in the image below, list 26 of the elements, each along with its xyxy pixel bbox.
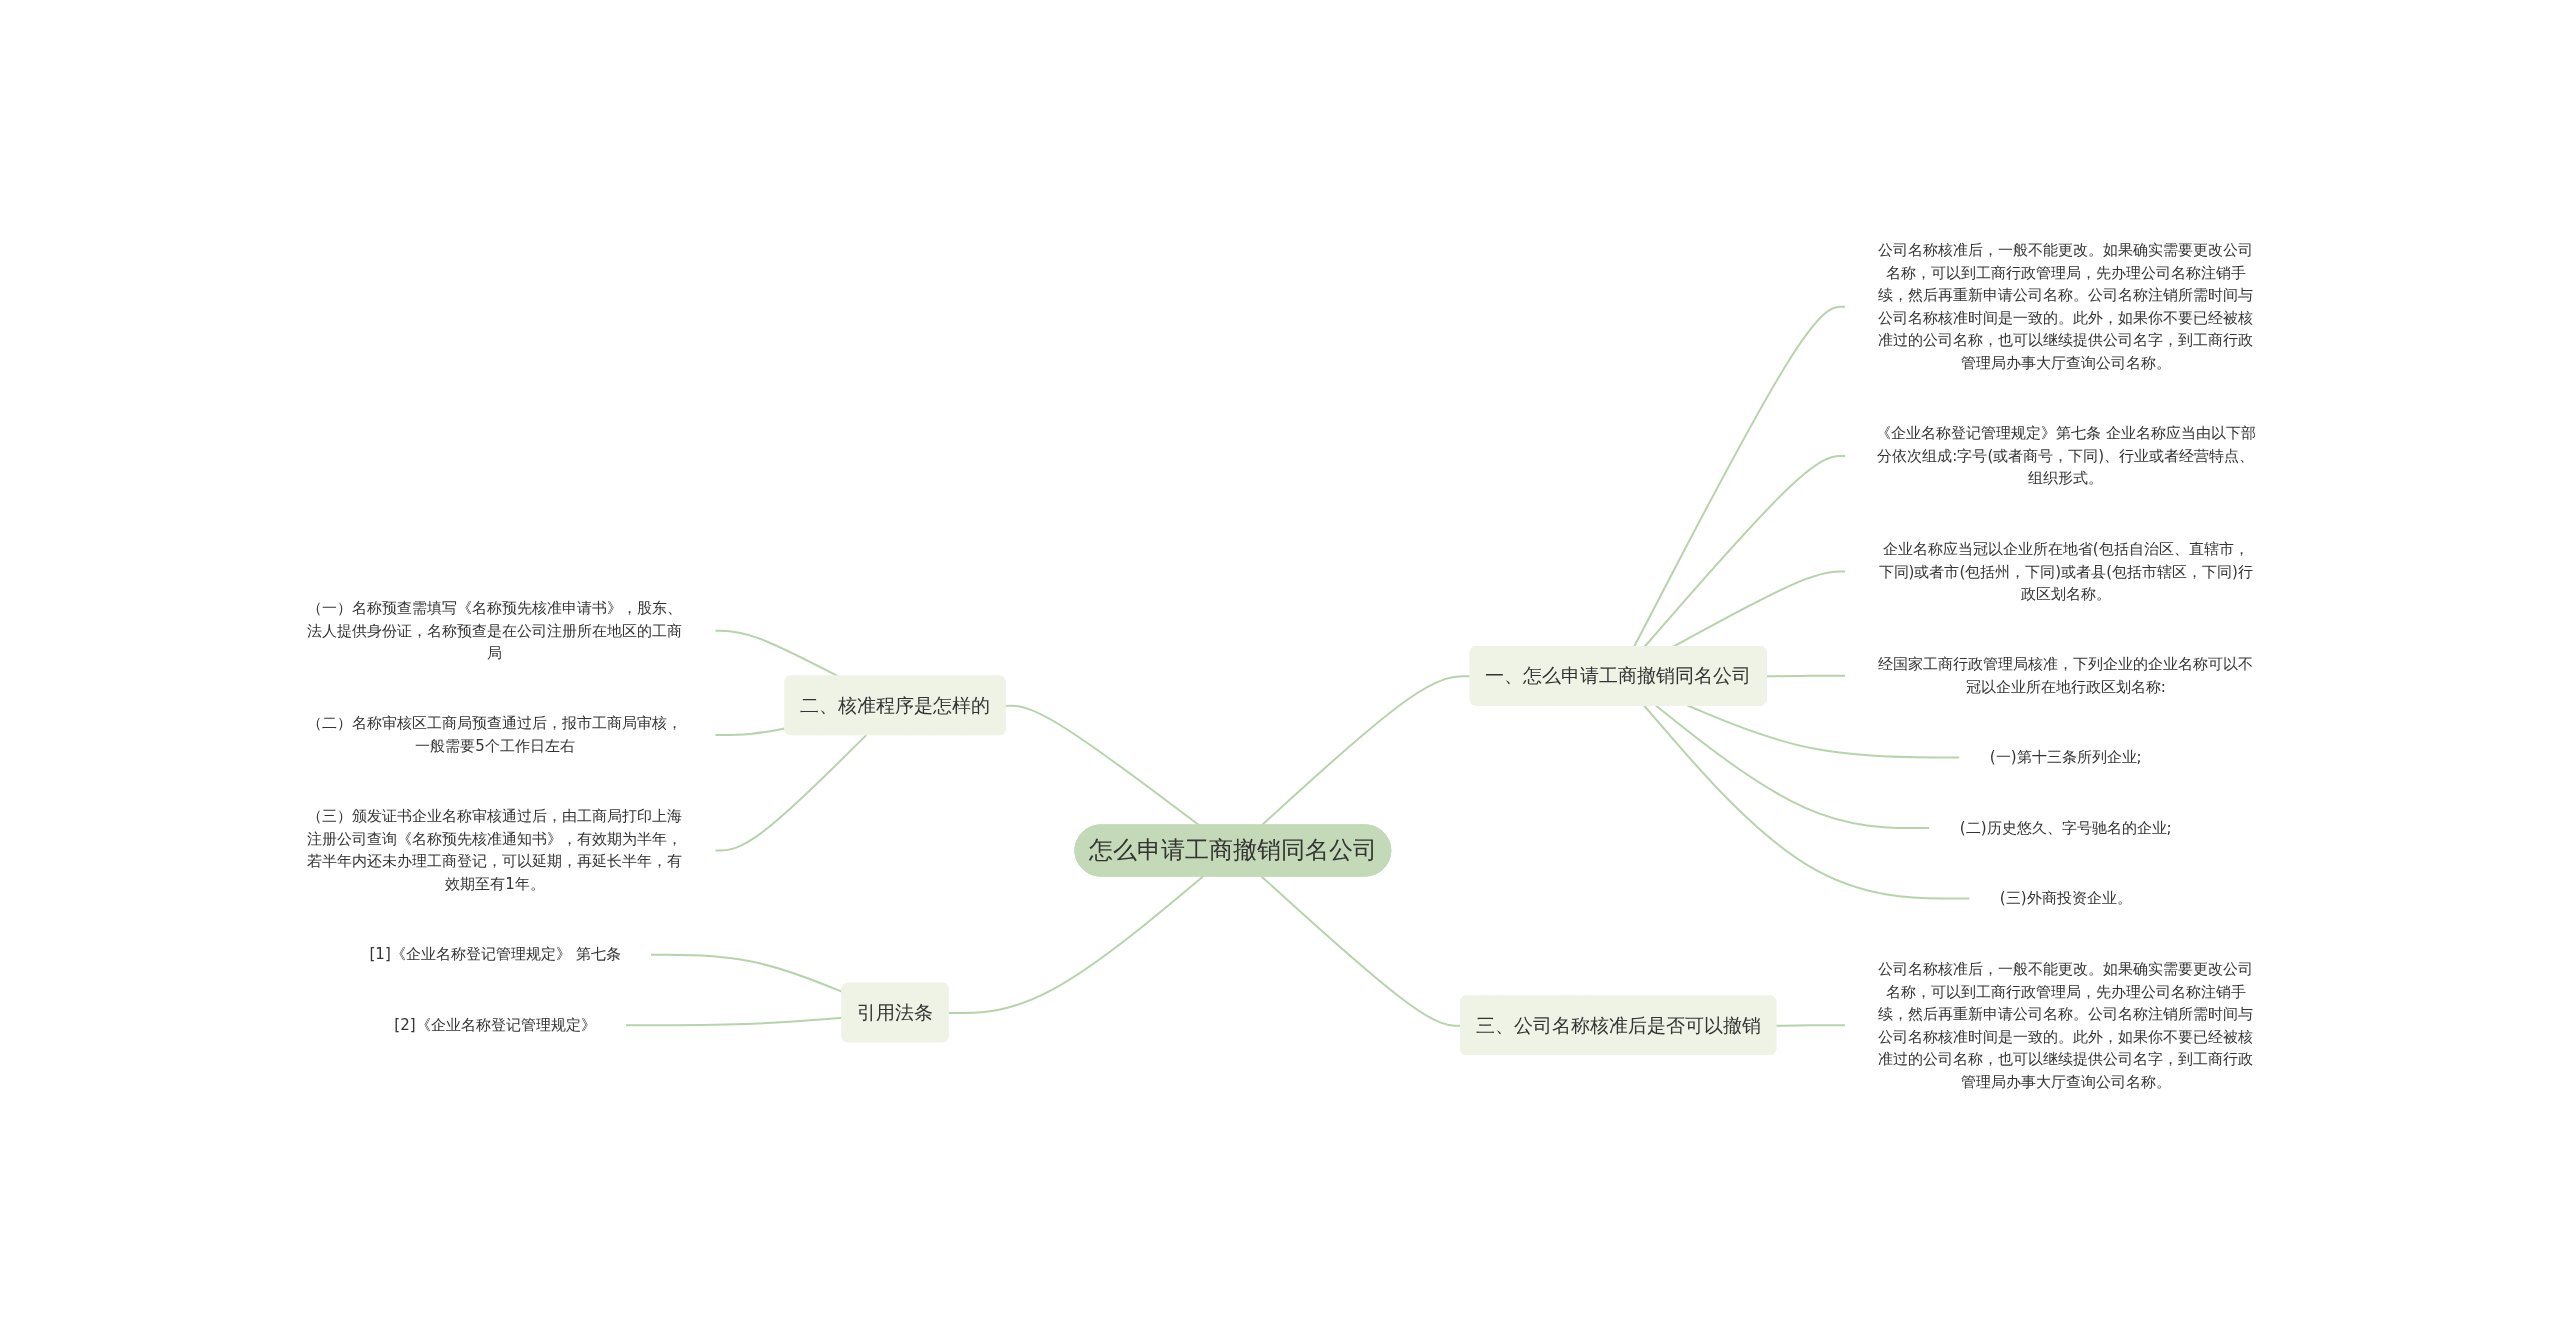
- node-text: （一）名称预查需填写《名称预先核准申请书》，股东、法人提供身份证，名称预查是在公司注册所在地区的工商局: [307, 599, 683, 662]
- connector: [1642, 704, 1971, 900]
- node-text: (一)第十三条所列企业;: [1989, 748, 2142, 767]
- connector: [947, 875, 1204, 1014]
- connector: [1004, 704, 1201, 827]
- connector: [1654, 704, 1931, 829]
- connector: [713, 629, 840, 678]
- node-text: 经国家工商行政管理局核准，下列企业的企业名称可以不冠以企业所在地行政区划名称:: [1877, 655, 2253, 696]
- node-text: (三)外商投资企业。: [1999, 889, 2132, 908]
- node-text: [1]《企业名称登记管理规定》 第七条: [369, 945, 621, 964]
- node-text: (二)历史悠久、字号驰名的企业;: [1959, 818, 2172, 837]
- connector: [1686, 704, 1961, 759]
- node-text: 《企业名称登记管理规定》第七条 企业名称应当由以下部分依次组成:字号(或者商号，下同)、行业或者经营特点、组织形式。: [1875, 424, 2256, 488]
- node-text: 公司名称核准后，一般不能更改。如果确实需要更改公司名称，可以到工商行政管理局，先办理公司名称注销手续，然后再重新申请公司名称。公司名称注销所需时间与公司名称核准时间是一致的。此外，如果你不要已经被核准过的公司名称，也可以继续提供公司名字，到工商行政管理局办事大厅查询公司名称。: [1877, 241, 2253, 372]
- node-text: （二）名称审核区工商局预查通过后，报市工商局审核，一般需要5个工作日左右: [307, 714, 683, 755]
- connector: [713, 734, 867, 852]
- connector: [1765, 674, 1847, 678]
- node-text: [2]《企业名称登记管理规定》: [394, 1016, 596, 1034]
- connector: [1643, 455, 1847, 648]
- node-text: （三）颁发证书企业名称审核通过后，由工商局打印上海注册公司查询《名称预先核准通知书》，有效期为半年，若半年内还未办理工商登记，可以延期，再延长半年，有效期至有1年。: [307, 807, 683, 893]
- node-text: 公司名称核准后，一般不能更改。如果确实需要更改公司名称，可以到工商行政管理局，先办理公司名称注销手续，然后再重新申请公司名称。公司名称注销所需时间与公司名称核准时间是一致的。此外，如果你不要已经被核准过的公司名称，也可以继续提供公司名字，到工商行政管理局办事大厅查询公司名称。: [1877, 959, 2253, 1091]
- connector: [1671, 570, 1847, 648]
- connector: [1774, 1024, 1847, 1027]
- node-text: 企业名称应当冠以企业所在地省(包括自治区、直辖市，下同)或者市(包括州，下同)或者县(包括市辖区，下同)行政区划名称。: [1878, 539, 2253, 603]
- connector: [1260, 875, 1462, 1027]
- connector: [1632, 305, 1847, 648]
